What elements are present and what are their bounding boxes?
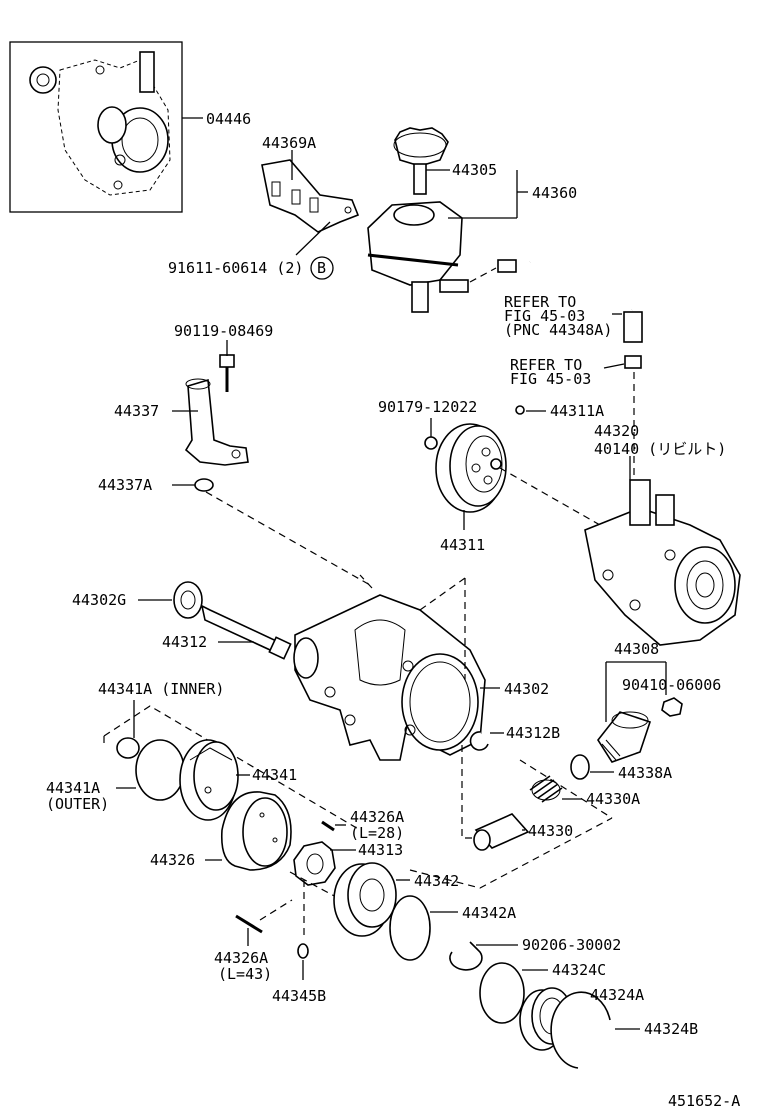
label-bolt-90119: 90119-08469 xyxy=(174,322,273,340)
label-44308: 44308 xyxy=(614,640,659,658)
bolt-90119 xyxy=(219,354,235,392)
label-04446: 04446 xyxy=(206,110,251,128)
gasket-kit-box xyxy=(9,41,183,213)
cam-ring-44326 xyxy=(220,791,292,871)
plunger-44330 xyxy=(473,813,530,851)
pump-assembly-44320 xyxy=(584,479,741,646)
label-44342: 44342 xyxy=(414,872,459,890)
bolt-90410 xyxy=(661,697,683,717)
label-44320: 44320 xyxy=(594,422,639,440)
label-44338A: 44338A xyxy=(618,764,672,782)
label-40140: 40140 (リビルト) xyxy=(594,440,726,458)
return-hose xyxy=(497,224,650,343)
label-44330: 44330 xyxy=(528,822,573,840)
flow-control-valve-44308 xyxy=(597,711,652,763)
label-refer2-line2: FIG 45-03 xyxy=(510,370,591,388)
reservoir-tank xyxy=(367,201,469,313)
label-44341A-outer: 44341A xyxy=(46,779,100,797)
label-refer2-line1: REFER TO xyxy=(510,356,582,374)
label-44337A: 44337A xyxy=(98,476,152,494)
label-44305: 44305 xyxy=(452,161,497,179)
label-44313: 44313 xyxy=(358,841,403,859)
spring-44330A xyxy=(529,775,563,803)
label-44342A: 44342A xyxy=(462,904,516,922)
pipe-44337 xyxy=(184,378,249,466)
label-44326: 44326 xyxy=(150,851,195,869)
bearing-44302G xyxy=(173,581,203,619)
figure-id: 451652-A xyxy=(668,1092,740,1110)
label-44324A: 44324A xyxy=(590,986,644,1004)
label-44345B: 44345B xyxy=(272,987,326,1005)
label-44341: 44341 xyxy=(252,766,297,784)
label-44369A: 44369A xyxy=(262,134,316,152)
label-44311: 44311 xyxy=(440,536,485,554)
label-refer1-line3: (PNC 44348A) xyxy=(504,321,612,339)
label-bolt-91611: 91611-60614 (2) xyxy=(168,259,303,277)
bracket-44369A xyxy=(261,159,360,233)
label-refer1-line2: FIG 45-03 xyxy=(504,307,585,325)
housing-44302 xyxy=(293,594,486,761)
shaft-44312 xyxy=(200,604,292,660)
label-44341A-outer-note: (OUTER) xyxy=(46,795,109,813)
label-44326A-long-length: (L=43) xyxy=(218,965,272,983)
label-44302G: 44302G xyxy=(72,591,126,609)
label-44341A-inner: 44341A (INNER) xyxy=(98,680,224,698)
label-bolt-90410: 90410-06006 xyxy=(622,676,721,694)
label-90206: 90206-30002 xyxy=(522,936,621,954)
label-refer1-line1: REFER TO xyxy=(504,293,576,311)
label-44324B: 44324B xyxy=(644,1020,698,1038)
label-44312: 44312 xyxy=(162,633,207,651)
side-plate-44341 xyxy=(179,739,239,821)
label-ref-b: B xyxy=(317,259,326,277)
pulley-44311 xyxy=(435,423,507,513)
label-44326A-long: 44326A xyxy=(214,949,268,967)
label-44326A-short: 44326A xyxy=(350,808,404,826)
label-44326A-short-length: (L=28) xyxy=(350,824,404,842)
label-44360: 44360 xyxy=(532,184,577,202)
label-44337: 44337 xyxy=(114,402,159,420)
label-44302: 44302 xyxy=(504,680,549,698)
rotor-44313 xyxy=(293,841,336,886)
label-44312B: 44312B xyxy=(506,724,560,742)
reservoir-cap xyxy=(393,127,449,195)
side-plate-44342 xyxy=(333,862,397,937)
label-44330A: 44330A xyxy=(586,790,640,808)
label-44324C: 44324C xyxy=(552,961,606,979)
label-44311A: 44311A xyxy=(550,402,604,420)
label-bolt-90179: 90179-12022 xyxy=(378,398,477,416)
